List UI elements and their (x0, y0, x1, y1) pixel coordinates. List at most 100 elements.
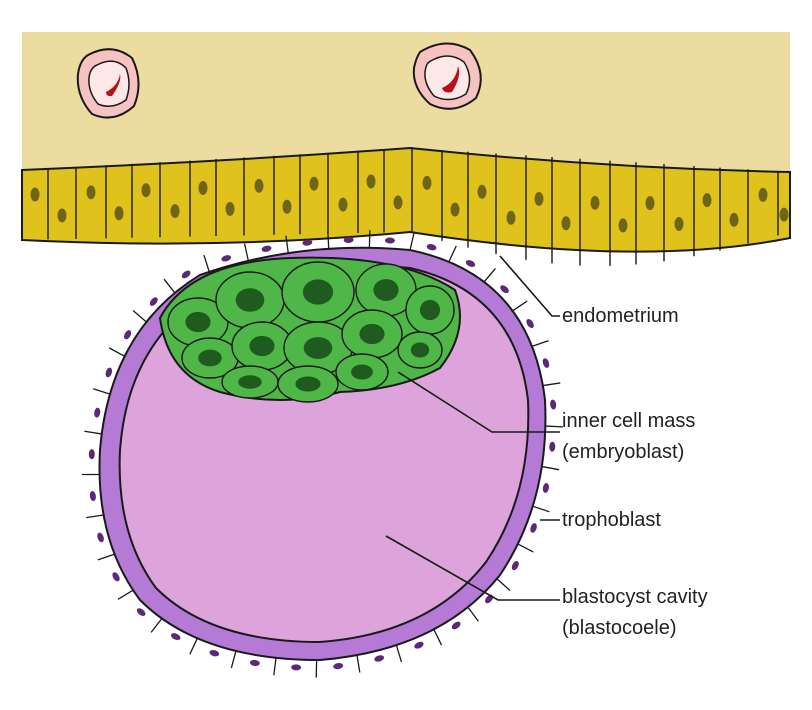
trophoblast-cell-wall (84, 430, 102, 435)
icm-nucleus (373, 279, 399, 301)
trophoblast-nucleus (112, 572, 120, 582)
epithelial-nucleus (366, 174, 376, 189)
leader-blastocyst-cavity (385, 535, 560, 601)
epithelial-nucleus (702, 193, 712, 208)
trophoblast-cell-wall (496, 578, 511, 592)
trophoblast-nucleus (302, 239, 313, 246)
icm-nucleus (351, 364, 373, 380)
label-trophoblast: trophoblast (562, 509, 661, 531)
epithelial-nucleus (561, 216, 571, 231)
trophoblast-nucleus (542, 483, 549, 493)
epithelial-nucleus (674, 216, 684, 231)
icm-nucleus (419, 299, 441, 321)
trophoblast-nucleus (88, 449, 95, 460)
icm-nucleus (249, 335, 275, 357)
trophoblast-nucleus (209, 650, 220, 657)
label-blastocyst-cavity: blastocyst cavity (562, 586, 708, 608)
epithelial-nucleus (450, 202, 460, 217)
trophoblast-cell-wall (532, 505, 550, 513)
epithelial-nucleus (758, 187, 768, 202)
blood-vessel-left (76, 48, 140, 119)
trophoblast-cell-wall (327, 231, 330, 249)
label-endometrium: endometrium (562, 305, 679, 327)
epithelial-nucleus (170, 204, 180, 219)
epithelial-nucleus (477, 184, 487, 199)
trophoblast-nucleus (549, 441, 556, 452)
epithelial-nucleus (729, 212, 739, 227)
trophoblast-nucleus (414, 641, 424, 649)
trophoblast-nucleus (221, 255, 232, 262)
epithelial-nucleus (141, 183, 151, 198)
leader-lines (385, 255, 560, 601)
trophoblast-nucleus (542, 358, 550, 368)
icm-nucleus (185, 311, 211, 333)
epithelial-nucleus (338, 197, 348, 212)
trophoblast-cell-wall (285, 235, 289, 254)
trophoblast-nucleus (384, 237, 395, 244)
label-embryoblast: (embryoblast) (562, 441, 684, 463)
epithelial-nucleus (393, 195, 403, 210)
trophoblast-nucleus (97, 532, 104, 543)
trophoblast-nucleus (249, 659, 260, 667)
epithelial-nucleus (534, 191, 544, 206)
trophoblast-cell-wall (531, 339, 549, 348)
trophoblast-nucleus (343, 236, 354, 243)
trophoblast-cell-wall (132, 310, 147, 323)
icm-nucleus (410, 342, 430, 358)
epithelial-nucleus (590, 195, 600, 210)
trophoblast-cell-wall (395, 644, 403, 663)
trophoblast-nucleus (426, 244, 437, 251)
label-inner-cell-mass: inner cell mass (562, 410, 695, 432)
epithelial-nucleus (30, 187, 40, 202)
epithelial-nucleus (57, 208, 67, 223)
trophoblast-cell-wall (409, 232, 415, 251)
trophoblast-cell-wall (243, 243, 249, 261)
icm-nucleus (302, 279, 334, 305)
trophoblast-cell-wall (203, 254, 210, 273)
trophoblast-nucleus (149, 297, 158, 306)
trophoblast-nucleus (124, 330, 132, 340)
trophoblast-cell-wall (273, 657, 277, 676)
endometrium-epithelium (21, 146, 791, 253)
trophoblast-nucleus (94, 407, 101, 418)
trophoblast-nucleus (261, 245, 272, 252)
trophoblast-nucleus (170, 633, 181, 641)
epithelial-nucleus (645, 196, 655, 211)
trophoblast-cells (81, 230, 563, 678)
trophoblast-nucleus (550, 399, 557, 410)
trophoblast-nucleus (105, 367, 113, 378)
trophoblast-cell-wall (163, 278, 176, 294)
epithelial-nucleus (114, 206, 124, 221)
leader-inner-cell-mass (397, 371, 560, 433)
trophoblast-cell-wall (230, 650, 237, 669)
trophoblast-cell-wall (542, 382, 561, 387)
trophoblast-nucleus (291, 664, 302, 671)
trophoblast-nucleus (333, 663, 344, 670)
endometrium-stroma (22, 32, 790, 195)
epithelial-cells (30, 148, 791, 266)
icm-nucleus (359, 323, 385, 345)
trophoblast-cell-wall (448, 245, 457, 263)
leader-endometrium (499, 255, 560, 317)
trophoblast-nucleus (511, 560, 519, 571)
trophoblast-cell-wall (108, 347, 125, 357)
epithelial-nucleus (779, 207, 789, 222)
trophoblast-cell-wall (541, 465, 560, 471)
trophoblast-cell-wall (97, 553, 115, 561)
trophoblast-cell-wall (150, 618, 163, 633)
trophoblast-cell-wall (483, 268, 496, 283)
trophoblast-nucleus (530, 523, 537, 533)
trophoblast-nucleus (136, 608, 146, 616)
epithelial-nucleus (86, 185, 96, 200)
icm-nucleus (198, 349, 222, 367)
trophoblast-cell-wall (117, 589, 134, 600)
epithelial-nucleus (506, 210, 516, 225)
trophoblast-cell-wall (433, 629, 443, 646)
trophoblast-cell-wall (189, 638, 198, 655)
trophoblast-nucleus (526, 319, 534, 329)
trophoblast-nucleus (89, 491, 96, 501)
inner-cell-mass (158, 256, 461, 403)
icm-nucleus (235, 288, 265, 312)
epithelial-nucleus (309, 176, 319, 191)
